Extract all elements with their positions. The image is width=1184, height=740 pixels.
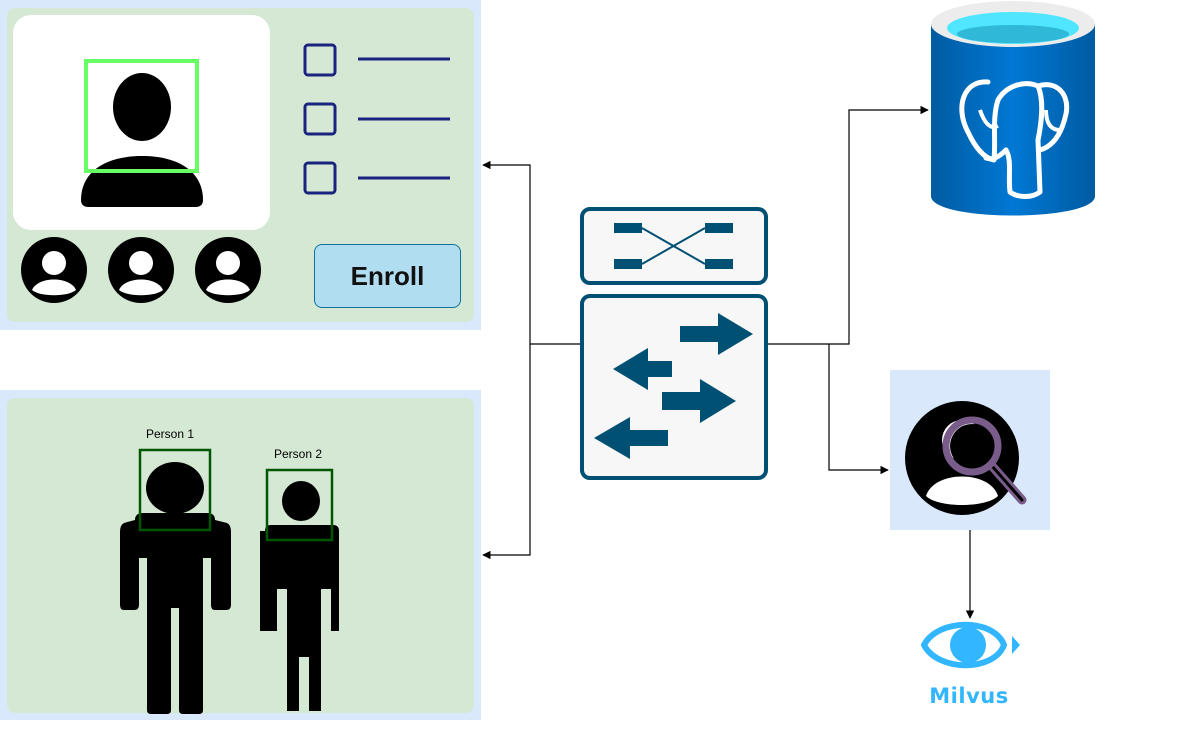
person-1-figure-icon — [120, 448, 231, 714]
face-detection-box — [84, 59, 199, 173]
connector-to-postgres — [766, 105, 929, 345]
connector-to-detection-panel — [482, 344, 531, 560]
checkbox — [303, 43, 337, 77]
face-search-icon — [890, 370, 1050, 530]
thumbnail-avatars — [21, 237, 261, 303]
avatar-thumbnail-icon[interactable] — [108, 237, 174, 303]
profile-avatar-icon — [81, 59, 203, 207]
network-switch-icon — [580, 207, 768, 480]
checklist-item[interactable] — [303, 43, 450, 77]
postgresql-database-icon — [931, 1, 1095, 216]
checklist — [303, 43, 450, 195]
person-2-figure-icon — [260, 468, 339, 711]
checkbox — [303, 102, 337, 136]
avatar-thumbnail-icon[interactable] — [195, 237, 261, 303]
person-1-detection-box — [138, 448, 212, 532]
connector-to-face-search — [828, 344, 889, 475]
milvus-label: Milvus — [929, 684, 1009, 708]
person-1-label: Person 1 — [146, 427, 195, 441]
checklist-item[interactable] — [303, 102, 450, 136]
person-2-label: Person 2 — [274, 447, 323, 461]
person-2-detection-box — [265, 468, 334, 542]
enroll-button[interactable]: Enroll — [314, 244, 461, 308]
avatar-thumbnail-icon[interactable] — [21, 237, 87, 303]
detection-panel-body — [7, 398, 474, 713]
checkbox — [303, 161, 337, 195]
checklist-item[interactable] — [303, 161, 450, 195]
connector-to-enroll-panel — [482, 160, 580, 345]
milvus-eye-logo — [921, 621, 1020, 669]
